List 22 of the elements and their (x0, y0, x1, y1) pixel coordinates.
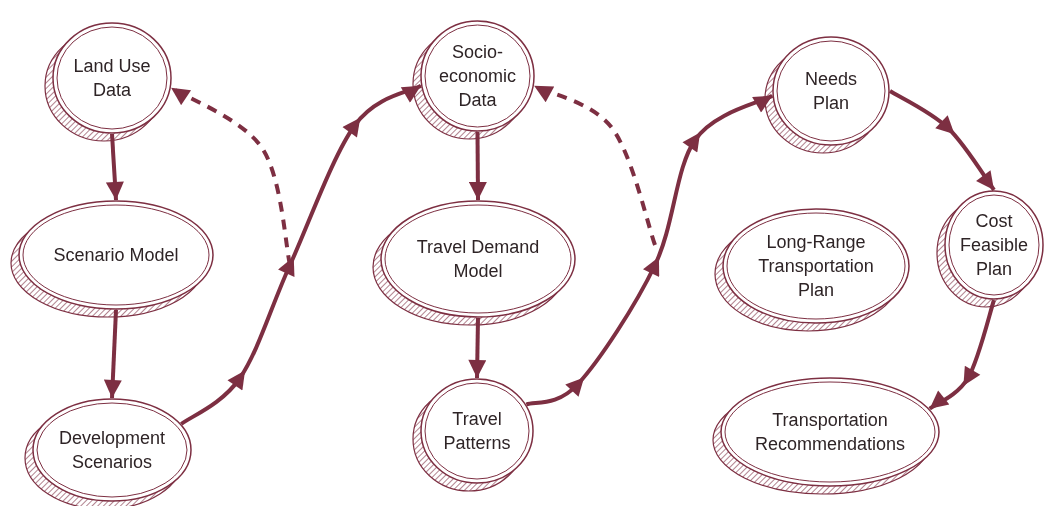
node-label: Needs Plan (804, 67, 858, 115)
node-label: Transportation Recommendations (753, 408, 907, 456)
node-label: Travel Patterns (442, 407, 512, 455)
node-label: Socio-economic Data (437, 40, 517, 113)
oval-node (712, 377, 940, 495)
node-label: Scenario Model (53, 243, 179, 267)
oval-node (372, 200, 576, 326)
oval-node (412, 378, 534, 492)
node-label: Land Use Data (72, 54, 152, 102)
node-label: Cost Feasible Plan (958, 209, 1029, 282)
oval-node (412, 20, 535, 140)
node-label: Development Scenarios (57, 426, 167, 474)
arrow (888, 89, 996, 192)
node-label: Travel Demand Model (415, 235, 541, 283)
oval-node (10, 200, 214, 318)
oval-node (936, 190, 1044, 308)
oval-node (44, 22, 172, 142)
oval-node (24, 398, 192, 506)
oval-node (764, 36, 890, 154)
dashed-arrow (533, 83, 657, 246)
node-label: Long-Range Transportation Plan (757, 230, 875, 303)
oval-node (714, 208, 910, 332)
